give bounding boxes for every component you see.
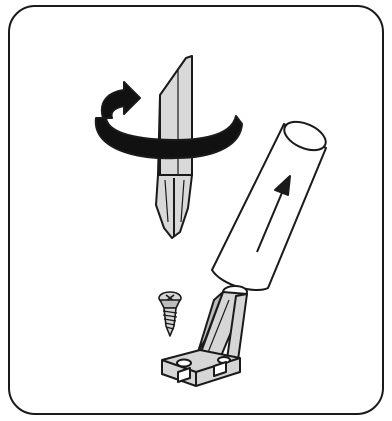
instruction-illustration: [0, 0, 392, 421]
